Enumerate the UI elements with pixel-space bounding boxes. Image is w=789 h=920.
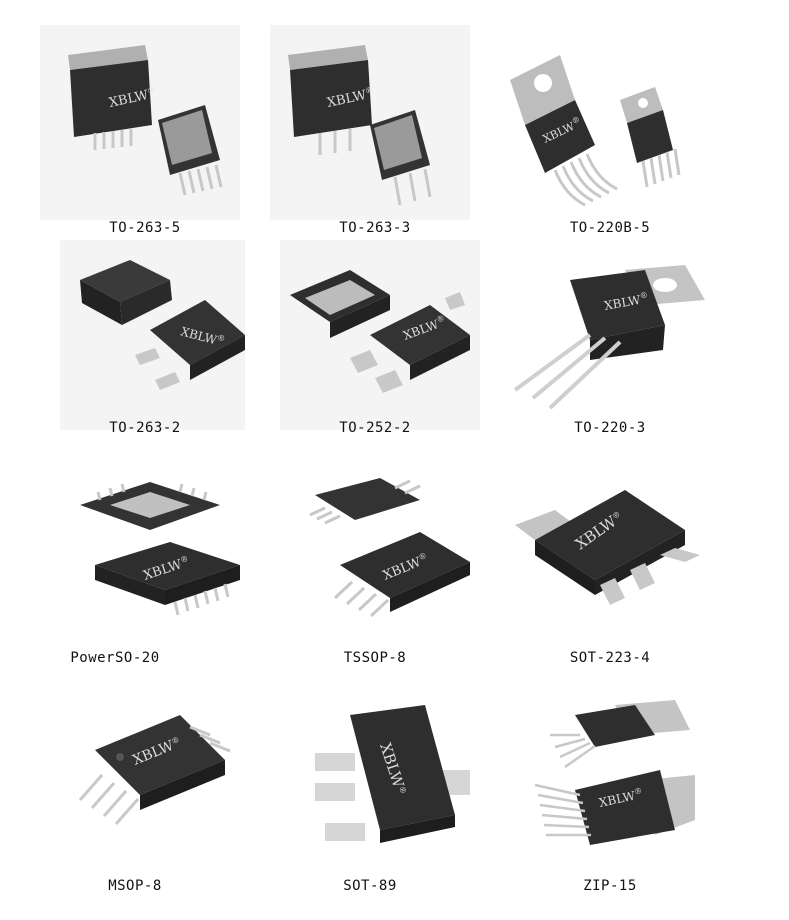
msop-8-image: XBLW® <box>78 715 231 825</box>
package-cell: XBLW® ZIP-15 <box>505 695 715 905</box>
package-label: TO-220-3 <box>574 420 646 436</box>
package-cell: XBLW® TO-220-3 <box>505 240 715 450</box>
tssop-8-image: XBLW® <box>309 478 470 618</box>
registered-mark: ® <box>179 554 189 565</box>
package-label: TO-252-2 <box>339 420 411 436</box>
registered-mark: ® <box>435 313 446 324</box>
package-cell: XBLW® TO-220B-5 <box>505 25 715 245</box>
registered-mark: ® <box>397 785 408 795</box>
package-cell: XBLW® TSSOP-8 <box>270 470 480 670</box>
registered-mark: ® <box>639 290 648 300</box>
registered-mark: ® <box>146 85 156 95</box>
registered-mark: ® <box>611 509 623 521</box>
package-cell: XBLW® MSOP-8 <box>40 695 250 905</box>
to-263-3-image: XBLW® <box>270 25 470 220</box>
package-label: MSOP-8 <box>108 878 162 894</box>
sot-89-image: XBLW® <box>315 705 470 843</box>
package-label: TSSOP-8 <box>343 650 407 666</box>
package-label: TO-263-2 <box>109 420 181 436</box>
registered-mark: ® <box>216 333 226 344</box>
to-263-2-image: XBLW® <box>60 240 245 430</box>
package-label: SOT-89 <box>343 878 397 894</box>
package-label: TO-220B-5 <box>569 220 651 236</box>
to-220-3-image: XBLW® <box>513 265 705 410</box>
package-label: SOT-223-4 <box>569 650 651 666</box>
package-cell: XBLW® SOT-223-4 <box>505 470 715 670</box>
zip-15-image: XBLW® <box>534 700 695 845</box>
powerso-20-image: XBLW® <box>80 482 240 616</box>
package-cell: XBLW® TO-263-5 <box>40 25 250 245</box>
package-label: TO-263-5 <box>109 220 181 236</box>
registered-mark: ® <box>633 786 643 796</box>
to-252-2-image: XBLW® <box>280 240 480 430</box>
registered-mark: ® <box>170 735 181 746</box>
registered-mark: ® <box>364 85 374 95</box>
sot-223-4-image: XBLW® <box>515 490 700 605</box>
package-label: PowerSO-20 <box>70 650 160 666</box>
registered-mark: ® <box>570 115 581 127</box>
package-cell: XBLW® SOT-89 <box>270 695 480 905</box>
package-label: ZIP-15 <box>583 878 637 894</box>
package-label: TO-263-3 <box>339 220 411 236</box>
package-cell: XBLW® PowerSO-20 <box>40 470 250 670</box>
package-cell: XBLW® TO-252-2 <box>270 240 480 450</box>
to-263-5-image: XBLW® <box>40 25 240 220</box>
package-cell: XBLW® TO-263-2 <box>40 240 250 450</box>
package-cell: XBLW® TO-263-3 <box>270 25 480 245</box>
to-220b-5-image: XBLW® <box>510 55 681 207</box>
registered-mark: ® <box>417 551 428 562</box>
